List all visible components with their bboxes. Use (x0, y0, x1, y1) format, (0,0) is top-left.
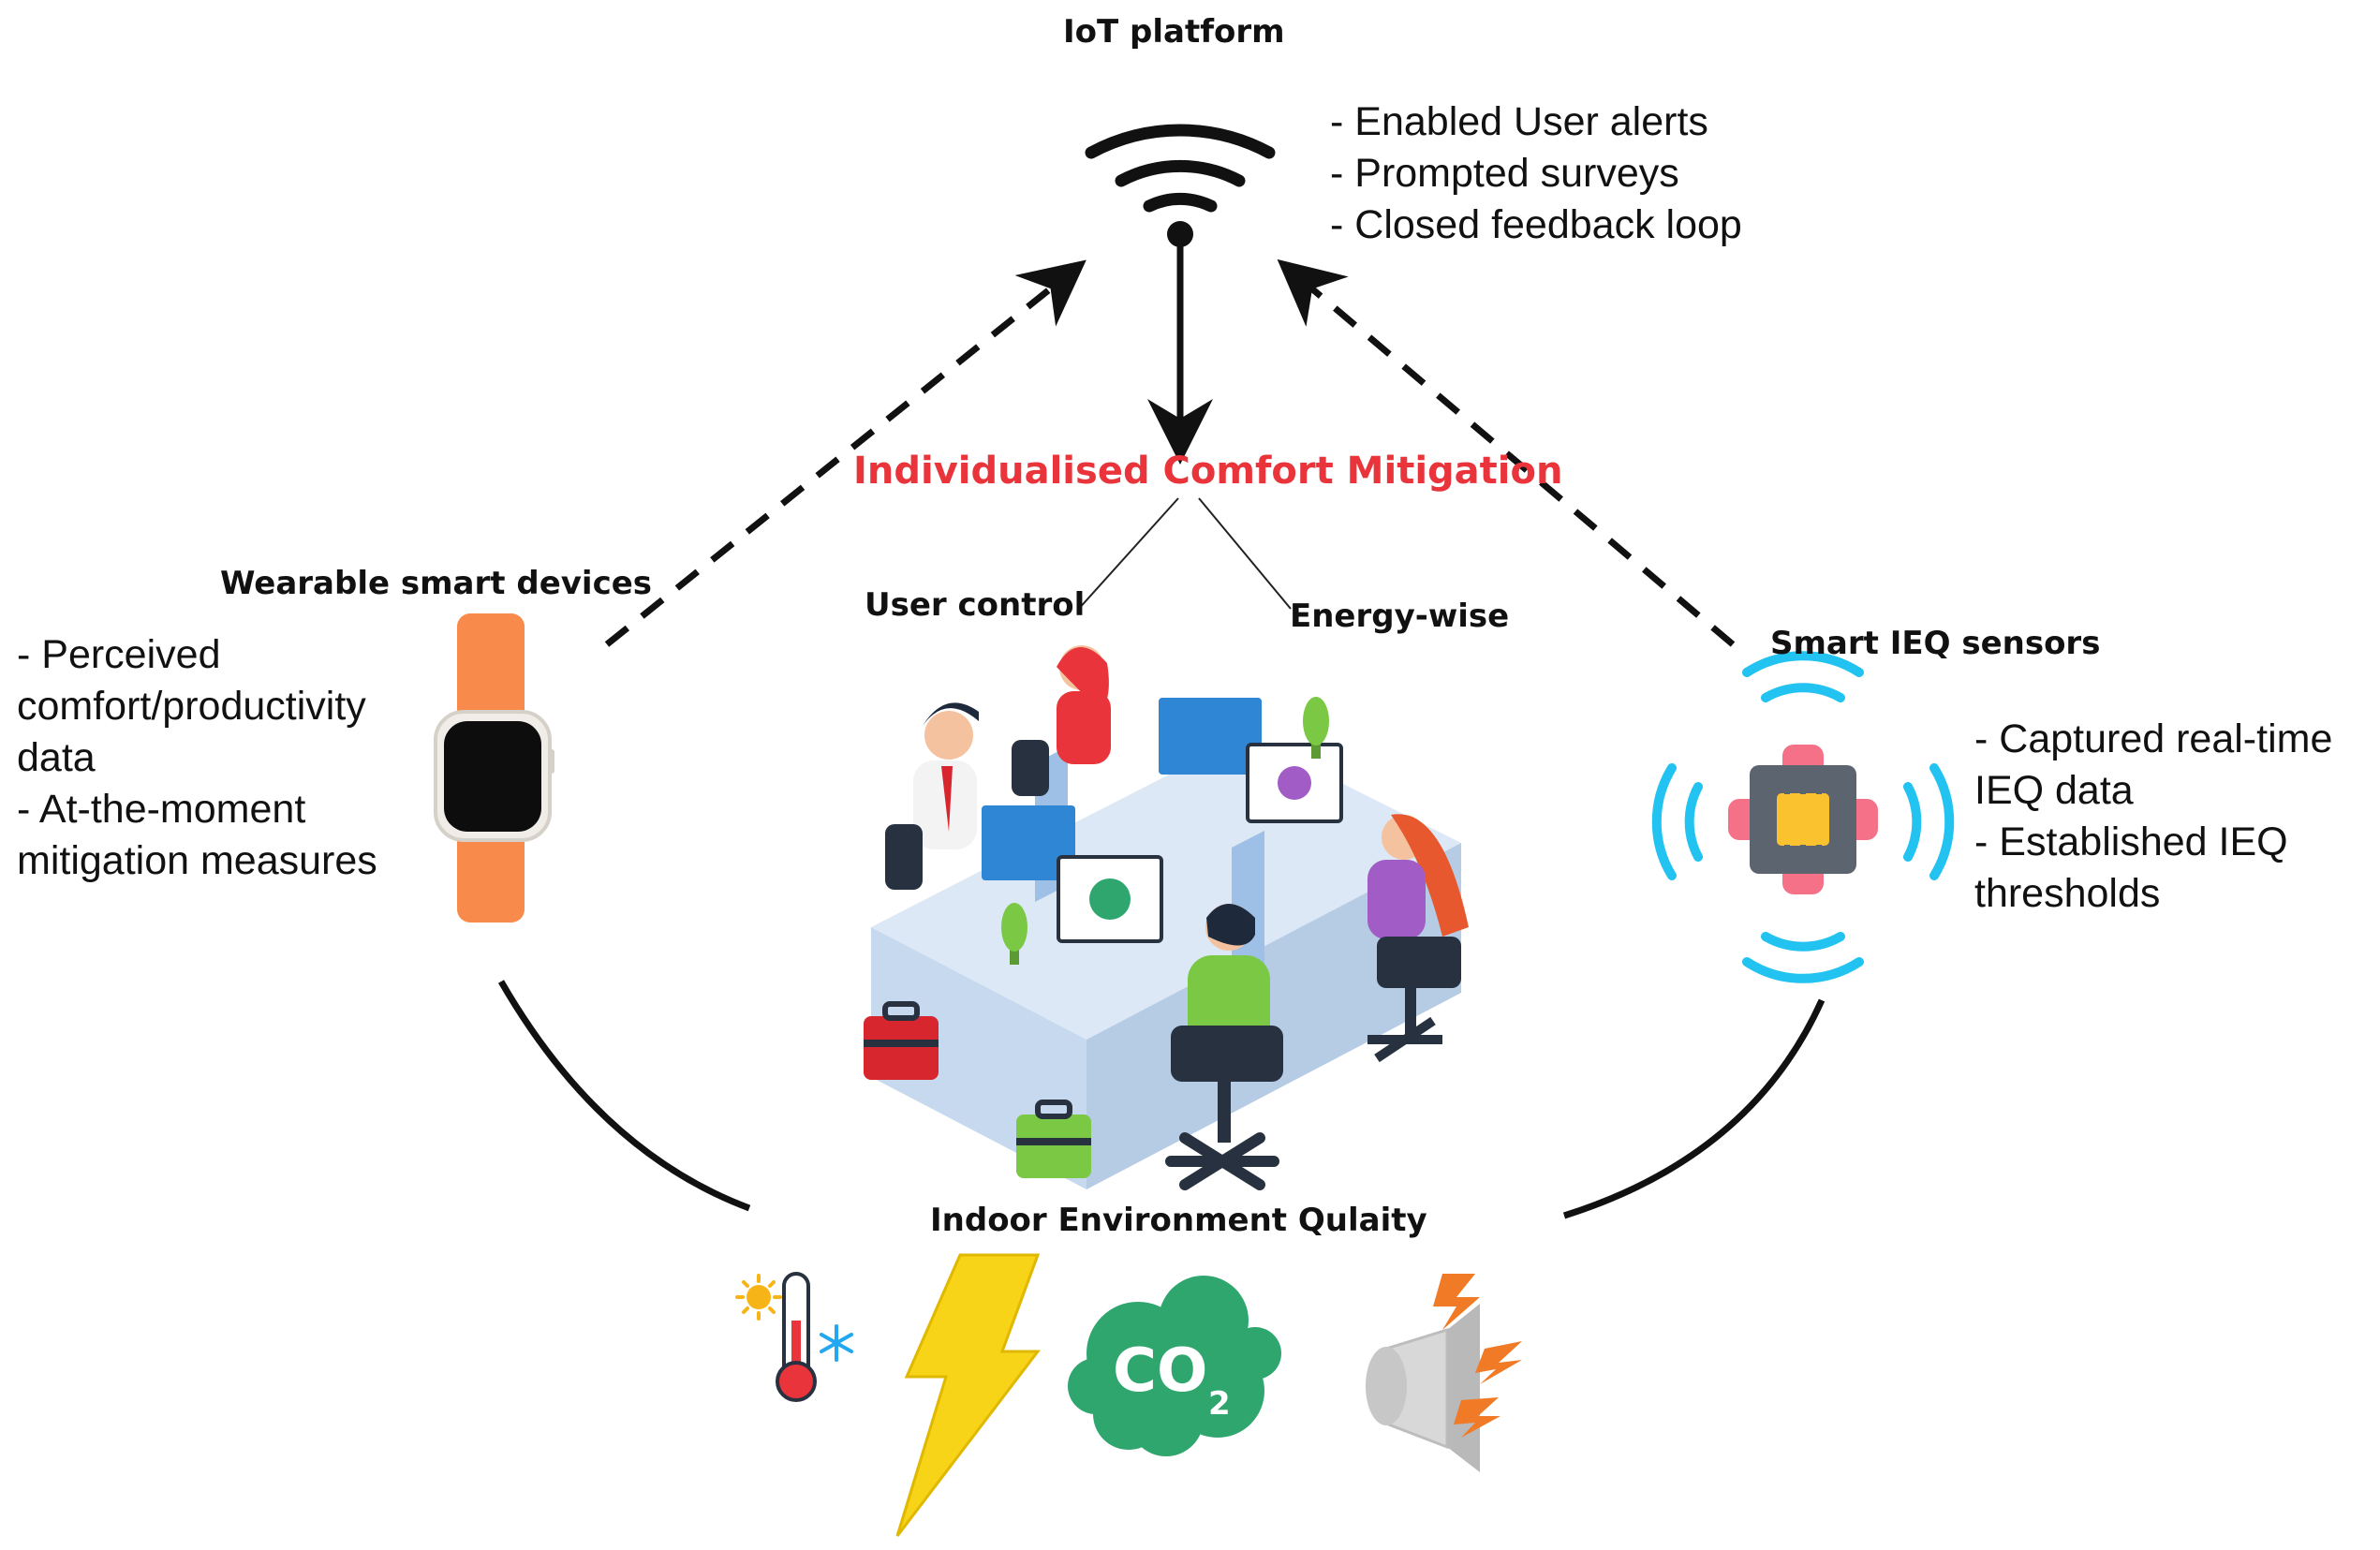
wearable-bullet-list: - Perceived comfort/productivity data - … (17, 629, 377, 887)
iot-bullet-surveys: - Prompted surveys (1330, 151, 1679, 196)
co2-subscript: 2 (1208, 1385, 1231, 1423)
energy-wise-label: Energy-wise (1290, 598, 1510, 635)
wearable-line-3: data (17, 735, 96, 780)
co2-label: CO (1113, 1336, 1207, 1406)
iot-sensor-chip-icon (1651, 651, 1955, 983)
sensors-title: Smart IEQ sensors (1770, 625, 2101, 662)
megaphone-noise-icon (1366, 1274, 1522, 1472)
sensors-ieq-arc (1562, 998, 1826, 1219)
office-workers-illustration (864, 645, 1469, 1190)
sensors-line-4: thresholds (1974, 871, 2161, 916)
wearable-to-iot-arrow (604, 259, 1087, 647)
wifi-icon (1085, 124, 1276, 247)
smartwatch-icon (434, 613, 554, 923)
sensors-line-2: IEQ data (1974, 768, 2134, 813)
wearable-line-2: comfort/productivity (17, 684, 366, 729)
ieq-title: Indoor Environment Qulaity (930, 1202, 1427, 1239)
wearable-title: Wearable smart devices (220, 565, 653, 602)
iot-platform-title: IoT platform (1063, 13, 1285, 51)
sensors-bullet-list: - Captured real-time IEQ data - Establis… (1974, 714, 2332, 920)
iot-bullet-list: - Enabled User alerts - Prompted surveys… (1330, 96, 1742, 251)
iot-bullet-feedback: - Closed feedback loop (1330, 202, 1742, 247)
wearable-line-4: - At-the-moment (17, 787, 306, 832)
thermometer-icon (735, 1272, 853, 1402)
mitigation-energy-line (1198, 497, 1292, 610)
co2-cloud-icon: CO 2 (1068, 1276, 1281, 1456)
wearable-line-5: mitigation measures (17, 838, 377, 883)
lightning-bolt-icon (895, 1253, 1042, 1537)
mitigation-title: Individualised Comfort Mitigation (853, 450, 1563, 493)
wearable-ieq-arc (497, 980, 751, 1212)
mitigation-user-control-line (1076, 497, 1179, 612)
wearable-line-1: - Perceived (17, 632, 221, 677)
sensors-line-3: - Established IEQ (1974, 819, 2288, 864)
user-control-label: User control (865, 586, 1086, 624)
sensors-to-iot-arrow (1277, 258, 1736, 647)
sensors-line-1: - Captured real-time (1974, 716, 2333, 761)
iot-bullet-alerts: - Enabled User alerts (1330, 99, 1708, 144)
